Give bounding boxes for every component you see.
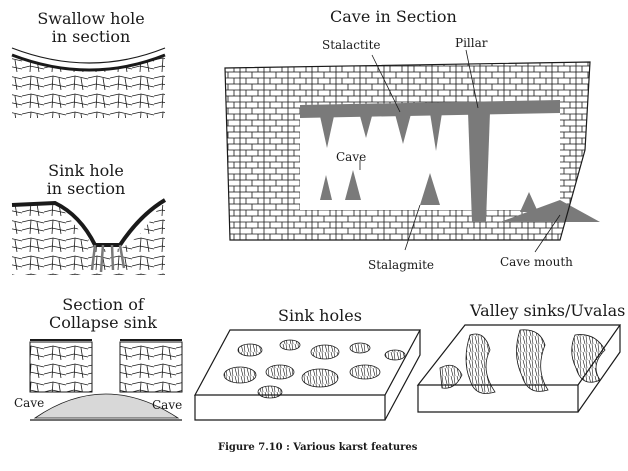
sink-hole-section-diagram [11,198,167,275]
stalactite-label: Stalactite [322,38,381,52]
collapse-sink-title-line2: Collapse sink [49,313,157,332]
cave-section-diagram [224,49,600,253]
collapse-sink-title-line1: Section of [62,295,144,314]
collapse-sink-diagram [29,339,183,421]
pillar-shape [468,112,490,222]
valley-sinks-title: Valley sinks/Uvalas [470,301,626,320]
sink-hole-title-line1: Sink hole [48,161,124,180]
valley-sinks-diagram [416,324,622,413]
sink-hole-section-title: Sink hole in section [26,162,146,198]
stalagmite-label: Stalagmite [368,258,435,272]
figure-caption: Figure 7.10 : Various karst features [218,442,418,453]
cave-mouth-label: Cave mouth [500,255,573,269]
collapse-cave-left-label: Cave [14,396,45,410]
swallow-hole-title-line1: Swallow hole [37,9,145,28]
sink-hole-title-line2: in section [46,179,126,198]
swallow-hole-title-line2: in section [51,27,131,46]
collapse-sink-title: Section of Collapse sink [38,296,168,332]
cave-section-title: Cave in Section [330,7,457,26]
cave-label: Cave [336,150,367,164]
swallow-hole-title: Swallow hole in section [26,10,156,46]
pillar-label: Pillar [455,36,488,50]
swallow-hole-diagram [11,47,166,118]
collapse-cave-right-label: Cave [152,398,183,412]
sink-holes-title: Sink holes [278,306,362,325]
sink-holes-diagram [193,329,422,421]
